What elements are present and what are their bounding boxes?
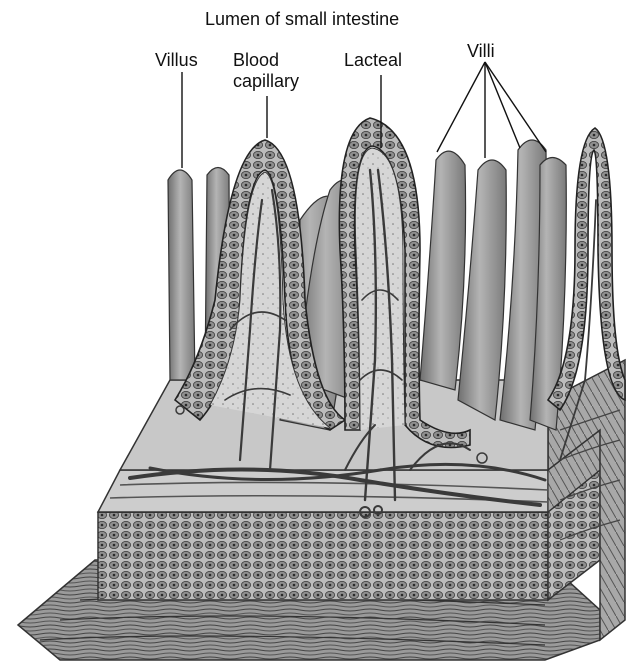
label-villus: Villus — [155, 50, 198, 71]
diagram-title: Lumen of small intestine — [205, 9, 399, 30]
label-blood-capillary: Blood capillary — [233, 50, 299, 92]
label-blood-capillary-line2: capillary — [233, 71, 299, 92]
label-blood-capillary-line1: Blood — [233, 50, 299, 71]
label-lacteal: Lacteal — [344, 50, 402, 71]
label-villi: Villi — [467, 41, 495, 62]
